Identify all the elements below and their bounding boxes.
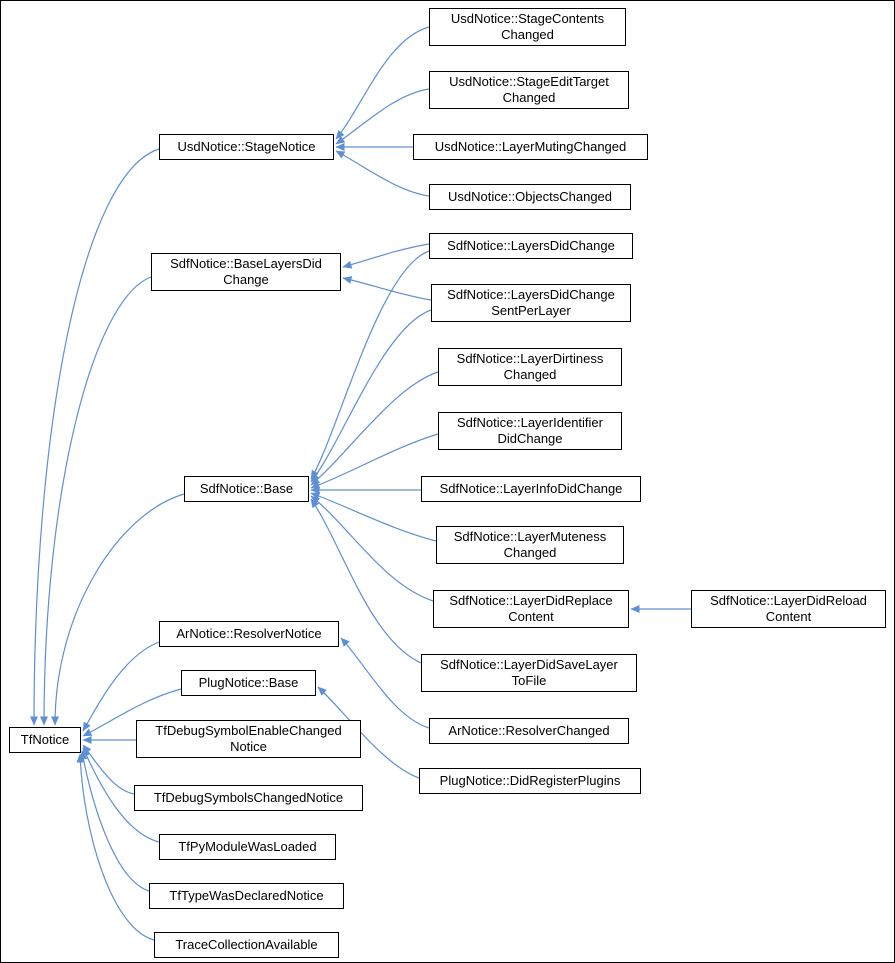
class-node-ar-resolvernotice[interactable]: ArNotice::ResolverNotice xyxy=(159,621,339,647)
inheritance-edge-sdf-layerdidreplace--sdf-base xyxy=(310,495,434,602)
class-node-label: SdfNotice::LayerDidReplace xyxy=(449,593,613,608)
inheritance-edge-trace-collectionavailable--tfnotice xyxy=(76,753,155,941)
class-node-sdf-layersdidchange[interactable]: SdfNotice::LayersDidChange xyxy=(429,233,633,259)
class-node-label: TraceCollectionAvailable xyxy=(175,937,318,952)
class-node-label: SentPerLayer xyxy=(491,303,571,318)
class-node-plug-didregisterplugins[interactable]: PlugNotice::DidRegisterPlugins xyxy=(419,768,641,794)
class-node-plug-base[interactable]: PlugNotice::Base xyxy=(181,670,316,696)
class-node-label: SdfNotice::Base xyxy=(199,481,294,496)
class-node-label: SdfNotice::LayerDirtiness xyxy=(456,351,604,366)
class-node-label: TfTypeWasDeclaredNotice xyxy=(169,888,324,903)
class-node-label: UsdNotice::StageNotice xyxy=(177,139,316,154)
inheritance-edge-sdf-layersdidchange-sent--sdf-base xyxy=(310,309,432,483)
inheritance-edge-sdf-layerdirtiness--sdf-base xyxy=(310,371,439,486)
inheritance-edge-sdf-layersdidchange-sent--sdf-baselayersdidchange xyxy=(342,276,432,301)
class-node-label: UsdNotice::StageContents xyxy=(450,11,605,26)
class-node-label: SdfNotice::LayerInfoDidChange xyxy=(439,481,623,496)
inheritance-edge-sdf-layermuteness--sdf-base xyxy=(310,492,437,542)
class-node-label: TfPyModuleWasLoaded xyxy=(178,839,317,854)
class-node-label: Content xyxy=(765,609,812,624)
class-node-tf-pymodulewasloaded[interactable]: TfPyModuleWasLoaded xyxy=(159,834,336,860)
class-node-usd-stagenotice[interactable]: UsdNotice::StageNotice xyxy=(159,134,334,160)
class-node-label: SdfNotice::LayerMuteness xyxy=(453,529,607,544)
inheritance-edge-sdf-layersdidchange--sdf-baselayersdidchange xyxy=(342,243,430,269)
class-node-label: ArNotice::ResolverNotice xyxy=(176,626,322,641)
class-node-ar-resolverchanged[interactable]: ArNotice::ResolverChanged xyxy=(429,718,629,744)
inheritance-edge-sdf-baselayersdidchange--tfnotice xyxy=(40,276,152,726)
class-node-trace-collectionavailable[interactable]: TraceCollectionAvailable xyxy=(154,932,339,958)
class-node-sdf-layerinfodidchange[interactable]: SdfNotice::LayerInfoDidChange xyxy=(421,476,641,502)
class-node-label: Content xyxy=(508,609,554,624)
class-node-label: SdfNotice::LayersDidChange xyxy=(447,238,615,253)
inheritance-edge-tf-typewasdeclared--tfnotice xyxy=(79,750,150,892)
class-node-label: Changed xyxy=(501,27,554,42)
inheritance-edge-sdf-base--tfnotice xyxy=(51,493,185,726)
inheritance-edge-tf-debugsymbolschanged--tfnotice xyxy=(82,744,135,795)
class-node-label: SdfNotice::LayerDidSaveLayer xyxy=(440,657,618,672)
class-node-label: TfDebugSymbolsChangedNotice xyxy=(153,790,344,805)
class-node-label: PlugNotice::DidRegisterPlugins xyxy=(439,773,621,788)
class-node-label: UsdNotice::LayerMutingChanged xyxy=(434,139,627,154)
class-node-label: ToFile xyxy=(511,673,547,688)
class-node-label: UsdNotice::StageEditTarget xyxy=(449,74,609,89)
inheritance-edge-ar-resolvernotice--tfnotice xyxy=(82,641,160,732)
inheritance-edge-usd-stagecontentschanged--usd-stagenotice xyxy=(335,26,430,140)
class-node-label: Changed xyxy=(503,367,557,382)
class-node-label: Change xyxy=(223,272,269,287)
class-node-label: TfDebugSymbolEnableChanged xyxy=(155,723,342,738)
class-node-label: Changed xyxy=(502,90,556,105)
class-node-usd-layermutingchanged[interactable]: UsdNotice::LayerMutingChanged xyxy=(413,134,648,160)
class-node-label: PlugNotice::Base xyxy=(198,675,299,690)
inheritance-edge-usd-stagenotice--tfnotice xyxy=(30,148,160,726)
class-node-usd-objectschanged[interactable]: UsdNotice::ObjectsChanged xyxy=(429,184,631,210)
class-node-label: ArNotice::ResolverChanged xyxy=(448,723,610,738)
class-node-tf-typewasdeclared[interactable]: TfTypeWasDeclaredNotice xyxy=(149,883,344,909)
inheritance-edge-ar-resolverchanged--ar-resolvernotice xyxy=(340,637,430,729)
class-node-label: TfNotice xyxy=(20,732,70,747)
class-node-label: SdfNotice::LayerDidReload xyxy=(710,593,867,608)
class-node-label: DidChange xyxy=(497,431,563,446)
class-node-tfnotice[interactable]: TfNotice xyxy=(9,727,81,753)
inheritance-edge-sdf-layeridentifier--sdf-base xyxy=(310,433,439,489)
class-node-label: SdfNotice::LayerIdentifier xyxy=(457,415,603,430)
class-node-label: Changed xyxy=(503,545,557,560)
class-node-sdf-base[interactable]: SdfNotice::Base xyxy=(184,476,309,502)
class-node-tf-debugsymbolschanged[interactable]: TfDebugSymbolsChangedNotice xyxy=(134,785,363,811)
class-node-label: SdfNotice::BaseLayersDid xyxy=(170,256,322,271)
class-node-label: UsdNotice::ObjectsChanged xyxy=(447,189,613,204)
class-node-label: Notice xyxy=(230,739,267,754)
class-node-label: SdfNotice::LayersDidChange xyxy=(447,287,615,302)
